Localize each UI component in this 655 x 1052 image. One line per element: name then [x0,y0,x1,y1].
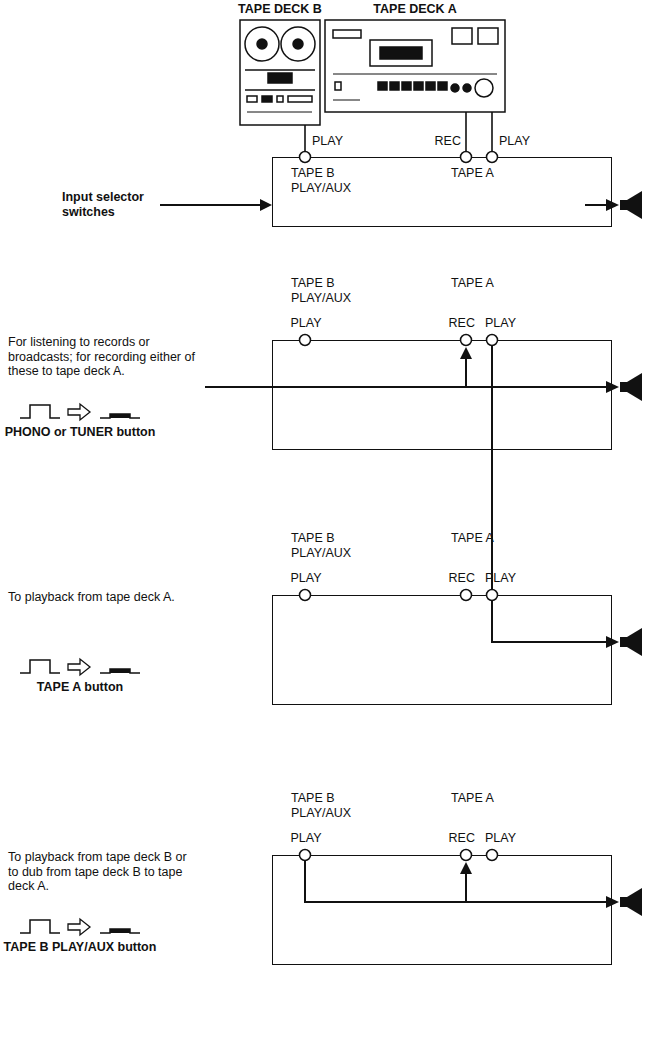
jack-label: REC [421,134,461,149]
input-name: TAPE B PLAY/AUX [291,276,371,305]
jack-label: REC [435,831,475,846]
button-icon [20,659,140,675]
jack-label: REC [435,571,475,586]
tape-deck: TAPE DECK B [240,2,320,125]
input-name: TAPE A [451,791,521,806]
amplifier-box: TAPE B PLAY/AUXTAPE APLAYRECPLAY [272,595,612,705]
jack-label: PLAY [485,571,525,586]
signal-cable [465,112,467,157]
jack-label: PLAY [286,831,326,846]
input-name: TAPE A [451,531,521,546]
button-name: PHONO or TUNER button [0,425,160,440]
jack-label: PLAY [485,316,525,331]
jack-label: REC [435,316,475,331]
button-icon [20,919,140,935]
button-name: TAPE B PLAY/AUX button [0,940,160,955]
reel-deck [240,20,320,125]
input-name: TAPE B PLAY/AUX [291,166,371,195]
arrow-head [460,347,472,359]
button-name: TAPE A button [0,680,160,695]
jack-label: PLAY [286,571,326,586]
signal-path [160,205,608,902]
input-name: TAPE A [451,276,521,291]
amplifier-box: TAPE B PLAY/AUXTAPE APLAYRECPLAY [272,855,612,965]
jack-label: PLAY [312,134,352,149]
jack-label: PLAY [286,316,326,331]
instruction-note: To playback from tape deck B or to dub f… [8,850,198,894]
cassette-deck [325,20,505,112]
deck-label: TAPE DECK A [325,2,505,17]
selector-label: Input selector switches [62,190,157,219]
instruction-note: To playback from tape deck A. [8,590,198,605]
input-name: TAPE A [451,166,521,181]
tape-deck: TAPE DECK A [325,2,505,112]
jack-label: PLAY [485,831,525,846]
signal-cable [304,125,306,157]
amplifier-box: TAPE B PLAY/AUXTAPE APLAYRECPLAY [272,340,612,450]
amplifier-box: PLAYRECPLAYTAPE B PLAY/AUXTAPE A [272,157,612,227]
input-name: TAPE B PLAY/AUX [291,791,371,820]
input-name: TAPE B PLAY/AUX [291,531,371,560]
signal-cable [491,112,493,157]
arrow-head [460,862,472,874]
arrow-head [260,199,272,211]
instruction-note: For listening to records or broadcasts; … [8,335,198,379]
deck-label: TAPE DECK B [228,2,332,17]
jack-label: PLAY [499,134,539,149]
button-icon [20,404,140,420]
